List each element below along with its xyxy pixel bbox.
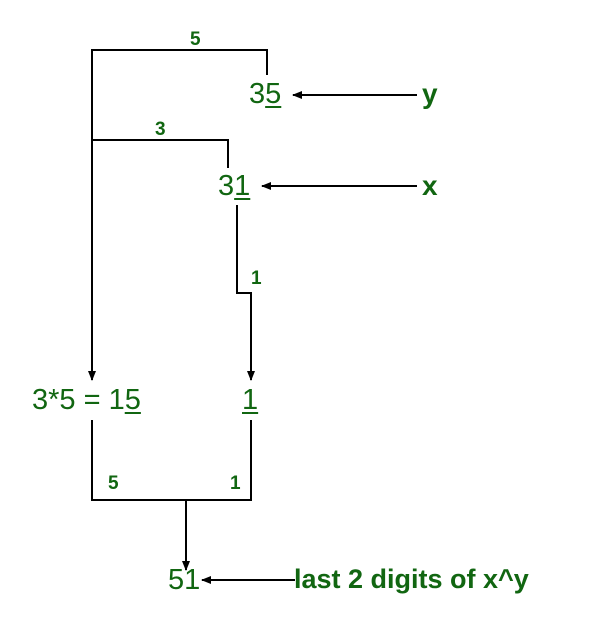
y-value-prefix: 3: [249, 78, 266, 110]
edge-label-top-y: 5: [190, 29, 201, 50]
merge-bracket: [91, 420, 252, 501]
y-label: y: [422, 78, 438, 109]
y-value-last-digit: 5: [265, 78, 282, 110]
x-label: x: [422, 170, 438, 201]
y-value: 35: [249, 80, 281, 109]
bracket-y-to-left: [88, 49, 268, 381]
x-value-prefix: 3: [218, 170, 235, 202]
edge-label-bottom-right: 1: [230, 473, 241, 494]
edge-label-x-down: 1: [251, 268, 262, 289]
carry-digit: 1: [242, 386, 258, 415]
carry-digit-value: 1: [242, 384, 259, 416]
result-label: last 2 digits of x^y: [294, 564, 529, 594]
product-last-digit: 5: [124, 384, 141, 416]
x-value-last-digit: 1: [234, 170, 251, 202]
edge-label-bottom-left: 5: [108, 473, 119, 494]
result-value: 51: [168, 564, 201, 596]
product-expression: 3*5 = 15: [32, 386, 141, 415]
step-x-to-one: [236, 205, 255, 381]
bracket-x-to-left: [92, 139, 229, 168]
product-prefix: 3*5 = 1: [32, 384, 125, 416]
edge-label-top-x: 3: [155, 119, 166, 140]
x-value: 31: [218, 172, 250, 201]
